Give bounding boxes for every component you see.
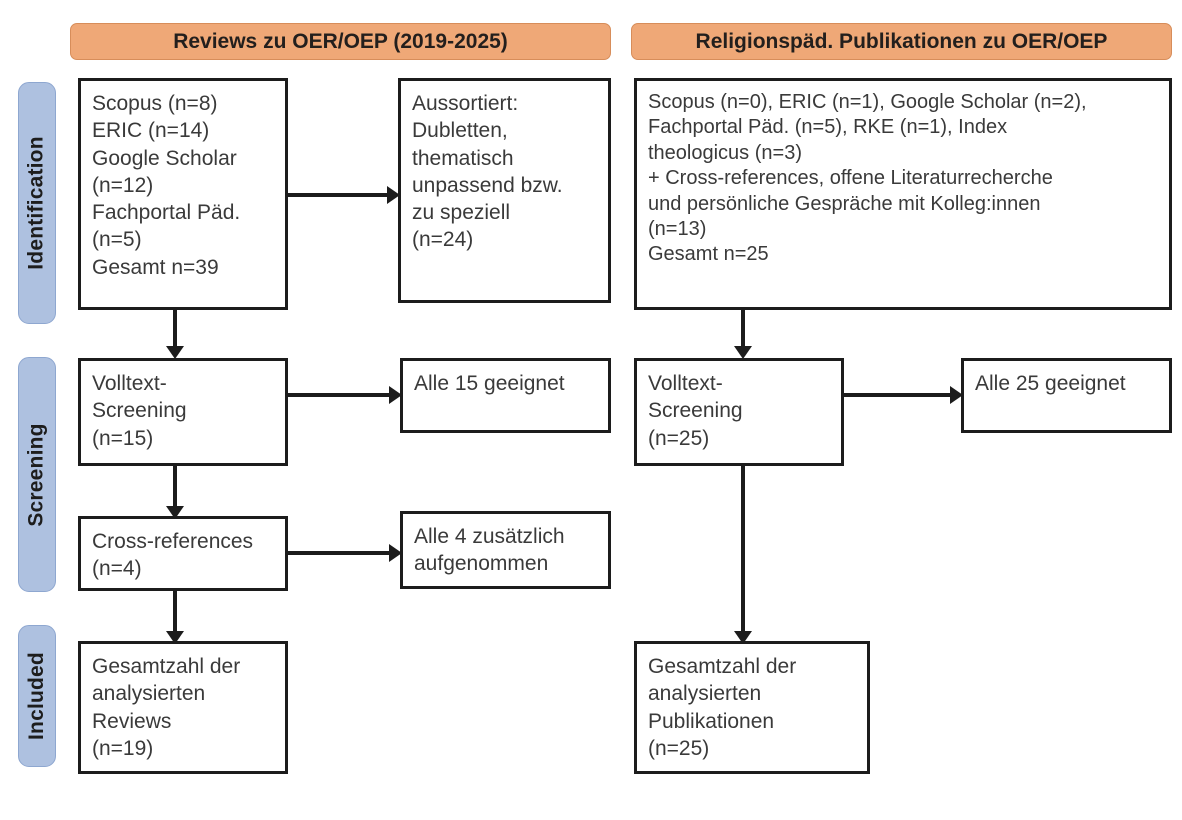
left-excluded-box: Aussortiert: Dubletten, thematisch unpas… bbox=[398, 78, 611, 303]
box-line: (n=13) bbox=[648, 217, 707, 240]
right-sources-box: Scopus (n=0), ERIC (n=1), Google Scholar… bbox=[634, 78, 1172, 310]
right-included-total-box: Gesamtzahl der analysierten Publikatione… bbox=[634, 641, 870, 774]
arrowhead-right-sources-to-screening bbox=[734, 346, 752, 359]
connector-right-screening-to-result bbox=[844, 393, 952, 397]
box-line: analysierten bbox=[648, 682, 762, 706]
box-line: Gesamtzahl der bbox=[92, 655, 241, 678]
box-line: ERIC (n=14) bbox=[92, 119, 210, 143]
box-line: (n=15) bbox=[92, 426, 154, 450]
box-line: Publikationen bbox=[648, 709, 775, 733]
box-line: (n=25) bbox=[648, 426, 710, 450]
phase-label-screening: Screening bbox=[25, 422, 48, 527]
box-line: + Cross-references, offene Literaturrech… bbox=[648, 167, 1053, 190]
box-line: Alle 15 geeignet bbox=[414, 372, 565, 395]
connector-left-screening-to-crossref bbox=[173, 466, 177, 508]
column-header-reviews-label: Reviews zu OER/OEP (2019-2025) bbox=[173, 29, 508, 53]
box-line: theologicus (n=3) bbox=[648, 141, 802, 164]
connector-left-crossref-to-included bbox=[173, 591, 177, 633]
box-line: Gesamt n=39 bbox=[92, 255, 219, 279]
box-line: und persönliche Gespräche mit Kolleg:inn… bbox=[648, 192, 1041, 215]
box-line: Google Scholar bbox=[92, 146, 237, 170]
box-line: Gesamtzahl der bbox=[648, 655, 797, 678]
arrowhead-left-screening-to-crossref bbox=[166, 506, 184, 519]
box-line: (n=5) bbox=[92, 228, 142, 252]
box-line: Alle 4 zusätzlich bbox=[414, 525, 565, 548]
left-fulltext-screening-box: Volltext- Screening (n=15) bbox=[78, 358, 288, 466]
connector-left-screening-to-result bbox=[288, 393, 391, 397]
phase-label-identification: Identification bbox=[25, 136, 48, 270]
box-line: Aussortiert: bbox=[412, 92, 519, 115]
box-line: Cross-references bbox=[92, 530, 254, 553]
column-header-religionspaed-label: Religionspäd. Publikationen zu OER/OEP bbox=[695, 29, 1108, 53]
box-line: Fachportal Päd. bbox=[92, 201, 241, 225]
arrowhead-left-sources-to-screening bbox=[166, 346, 184, 359]
left-sources-box: Scopus (n=8) ERIC (n=14) Google Scholar … bbox=[78, 78, 288, 310]
phase-pill-screening: Screening bbox=[18, 357, 56, 592]
left-included-total-box: Gesamtzahl der analysierten Reviews (n=1… bbox=[78, 641, 288, 774]
box-line: zu speziell bbox=[412, 201, 511, 225]
box-line: unpassend bzw. bbox=[412, 173, 563, 197]
right-screening-result-box: Alle 25 geeignet bbox=[961, 358, 1172, 433]
box-line: thematisch bbox=[412, 146, 514, 170]
connector-left-crossref-to-result bbox=[288, 551, 391, 555]
box-line: Scopus (n=8) bbox=[92, 92, 218, 115]
connector-left-sources-to-excluded bbox=[288, 193, 388, 197]
box-line: Alle 25 geeignet bbox=[975, 372, 1126, 395]
column-header-religionspaed: Religionspäd. Publikationen zu OER/OEP bbox=[631, 23, 1172, 60]
arrowhead-right-screening-to-result bbox=[950, 386, 963, 404]
box-line: Scopus (n=0), ERIC (n=1), Google Scholar… bbox=[648, 91, 1087, 113]
arrowhead-right-screening-to-included bbox=[734, 631, 752, 644]
arrowhead-left-screening-to-result bbox=[389, 386, 402, 404]
box-line: (n=19) bbox=[92, 736, 154, 760]
phase-pill-included: Included bbox=[18, 625, 56, 767]
box-line: Fachportal Päd. (n=5), RKE (n=1), Index bbox=[648, 116, 1008, 139]
left-cross-references-box: Cross-references (n=4) bbox=[78, 516, 288, 591]
box-line: Reviews bbox=[92, 709, 172, 733]
connector-left-sources-to-screening bbox=[173, 310, 177, 348]
box-line: (n=4) bbox=[92, 557, 142, 581]
right-fulltext-screening-box: Volltext- Screening (n=25) bbox=[634, 358, 844, 466]
phase-pill-identification: Identification bbox=[18, 82, 56, 324]
box-line: (n=24) bbox=[412, 228, 474, 252]
box-line: Screening bbox=[648, 399, 743, 423]
box-line: (n=12) bbox=[92, 173, 154, 197]
arrowhead-left-sources-to-excluded bbox=[387, 186, 400, 204]
column-header-reviews: Reviews zu OER/OEP (2019-2025) bbox=[70, 23, 611, 60]
connector-right-screening-to-included bbox=[741, 466, 745, 633]
box-line: Screening bbox=[92, 399, 187, 423]
arrowhead-left-crossref-to-result bbox=[389, 544, 402, 562]
box-line: (n=25) bbox=[648, 736, 710, 760]
phase-label-included: Included bbox=[25, 652, 49, 740]
box-line: analysierten bbox=[92, 682, 206, 706]
arrowhead-left-crossref-to-included bbox=[166, 631, 184, 644]
box-line: Volltext- bbox=[648, 372, 723, 395]
connector-right-sources-to-screening bbox=[741, 310, 745, 348]
box-line: Volltext- bbox=[92, 372, 167, 395]
left-cross-references-result-box: Alle 4 zusätzlich aufgenommen bbox=[400, 511, 611, 589]
left-screening-result-box: Alle 15 geeignet bbox=[400, 358, 611, 433]
box-line: Gesamt n=25 bbox=[648, 243, 769, 266]
box-line: Dubletten, bbox=[412, 119, 508, 143]
box-line: aufgenommen bbox=[414, 552, 549, 576]
